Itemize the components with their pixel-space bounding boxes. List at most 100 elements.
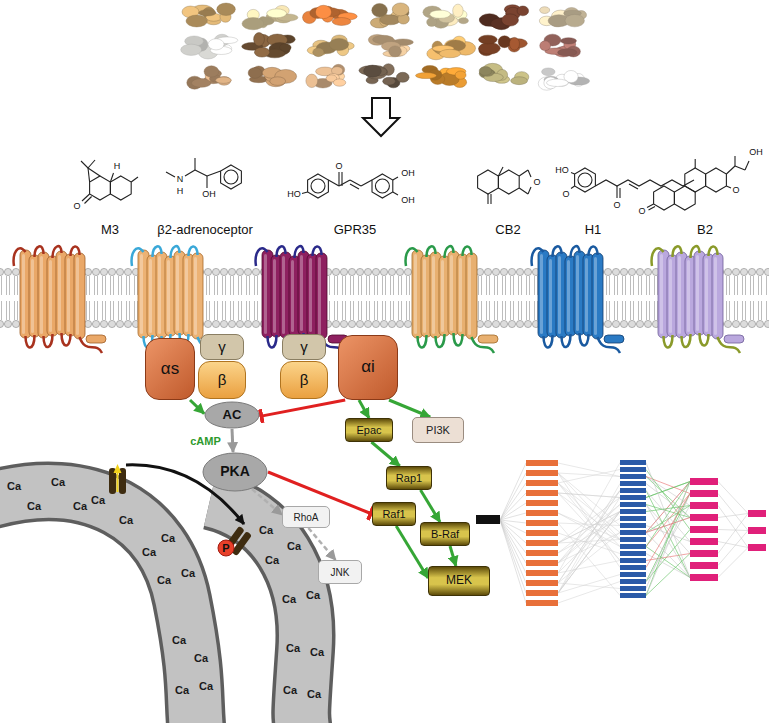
atom-label: O — [732, 186, 739, 195]
lipid-tail — [638, 276, 639, 295]
ring-bond — [308, 174, 329, 198]
atom-label: OH — [202, 190, 216, 199]
bond — [302, 192, 308, 194]
lipid-tail — [233, 301, 234, 320]
herb-piece — [181, 44, 202, 55]
photo-ground — [241, 63, 297, 90]
loop — [700, 333, 709, 346]
lipid-head — [340, 320, 347, 327]
helix-shine — [678, 256, 681, 334]
network-node — [620, 565, 646, 570]
network-node — [526, 540, 558, 546]
network-link — [558, 463, 620, 477]
helix-shine — [576, 255, 579, 331]
bond — [735, 166, 745, 170]
lipid-head — [228, 320, 235, 327]
chain-bond — [595, 180, 694, 186]
lipid-tail — [350, 301, 351, 320]
loop — [427, 246, 436, 257]
bond — [519, 170, 528, 176]
lipid-tail — [406, 276, 407, 295]
helix-shine — [291, 260, 294, 332]
lipid-tail — [246, 276, 247, 295]
activation-arrow — [389, 400, 430, 417]
c-terminus — [598, 337, 621, 353]
lipid-tail — [758, 301, 759, 320]
lipid-head — [628, 268, 635, 275]
lipid-tail — [342, 301, 343, 320]
photo-ground — [182, 3, 238, 30]
lipid-head — [84, 268, 91, 275]
herb-piece — [204, 66, 219, 77]
lipid-tail — [126, 301, 127, 320]
network-link — [558, 473, 620, 540]
network-link — [500, 503, 526, 520]
lipid-head — [244, 268, 251, 275]
herb-piece — [333, 79, 345, 86]
network-link — [500, 520, 526, 553]
lipid-tail — [614, 301, 615, 320]
herb-piece — [458, 18, 468, 24]
lipid-tail — [478, 276, 479, 295]
activation-arrow — [421, 490, 441, 522]
bond — [110, 173, 113, 182]
lipid-head — [252, 320, 259, 327]
bond — [745, 161, 749, 170]
herb-piece — [546, 79, 568, 86]
lipid-tail — [406, 301, 407, 320]
lipid-head — [644, 268, 651, 275]
herb-piece — [479, 42, 501, 54]
network-node — [620, 593, 646, 598]
lipid-tail — [726, 276, 727, 295]
network-link — [558, 512, 620, 594]
network-link — [500, 483, 526, 520]
network-link — [718, 514, 748, 554]
lipid-tail — [345, 301, 346, 320]
c-terminus — [718, 337, 741, 353]
lipid-head — [372, 320, 379, 327]
network-link — [558, 505, 620, 564]
lipid-tail — [86, 276, 87, 295]
lipid-tail — [206, 276, 207, 295]
network-node — [620, 481, 646, 486]
lipid-tail — [102, 276, 103, 295]
calcium-label: Ca — [199, 681, 213, 692]
signal-box: PI3K — [412, 417, 464, 443]
network-link — [558, 512, 620, 594]
lipid-tail — [358, 276, 359, 295]
network-node — [620, 537, 646, 542]
calcium-label: Ca — [7, 481, 21, 492]
helix-shine — [194, 257, 197, 335]
lipid-head — [732, 268, 739, 275]
helix-8 — [86, 335, 106, 343]
helix-shine — [441, 260, 444, 332]
lipid-head — [612, 268, 619, 275]
helix-shine — [318, 257, 321, 335]
bond — [616, 186, 617, 198]
lipid-tail — [654, 276, 655, 295]
lipid-tail — [350, 276, 351, 295]
network-node — [526, 530, 558, 536]
network-node — [690, 478, 718, 485]
lipid-head — [644, 320, 651, 327]
loop — [571, 246, 580, 258]
helix-shine — [414, 254, 417, 334]
lipid-tail — [734, 276, 735, 295]
network-node — [620, 572, 646, 577]
lipid-tail — [105, 301, 106, 320]
lipid-head — [516, 268, 523, 275]
lipid-tail — [518, 276, 519, 295]
loop — [35, 246, 44, 257]
lipid-tail — [110, 301, 111, 320]
helix-shine — [282, 256, 285, 334]
lipid-tail — [646, 276, 647, 295]
lipid-tail — [398, 301, 399, 320]
lipid-tail — [617, 276, 618, 295]
node-label: γ — [300, 339, 308, 356]
lipid-head — [516, 320, 523, 327]
lipid-tail — [329, 301, 330, 320]
helix — [74, 253, 85, 339]
network-link — [646, 506, 690, 582]
herb-piece — [430, 10, 451, 18]
helix-shine — [450, 255, 453, 331]
